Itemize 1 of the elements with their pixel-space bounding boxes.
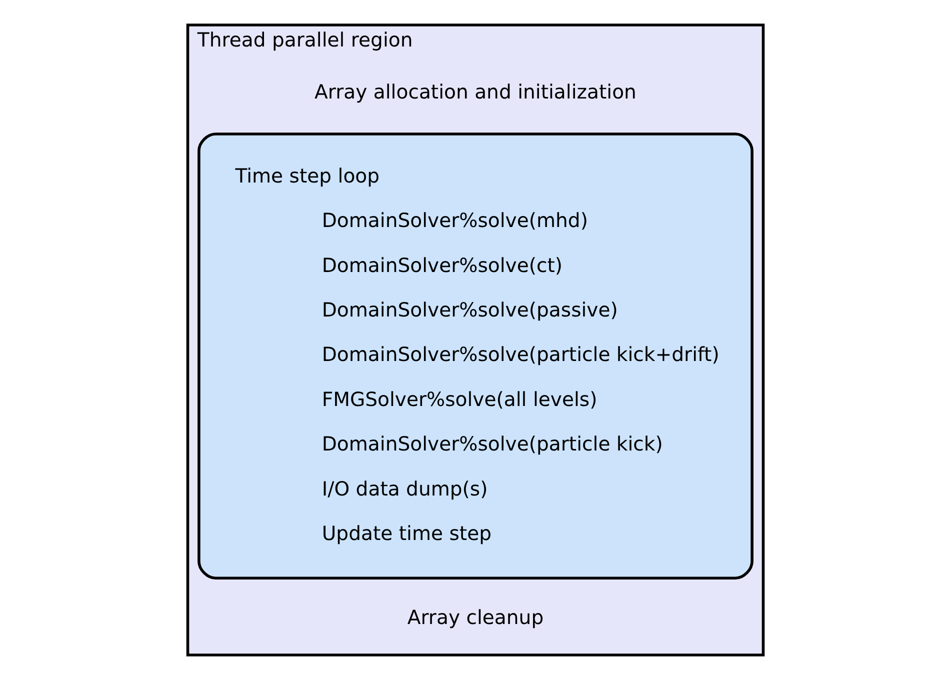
node-box: Time step loop DomainSolver%solve(mhd) DomainSolver%solve(ct) DomainSolver%solve(passive) DomainSolver%solve(particle kick+drift) FMGSolver%solve(all levels) DomainSolver%solve(particle kick) I/O data dump(s) Update time step (197, 132, 753, 580)
